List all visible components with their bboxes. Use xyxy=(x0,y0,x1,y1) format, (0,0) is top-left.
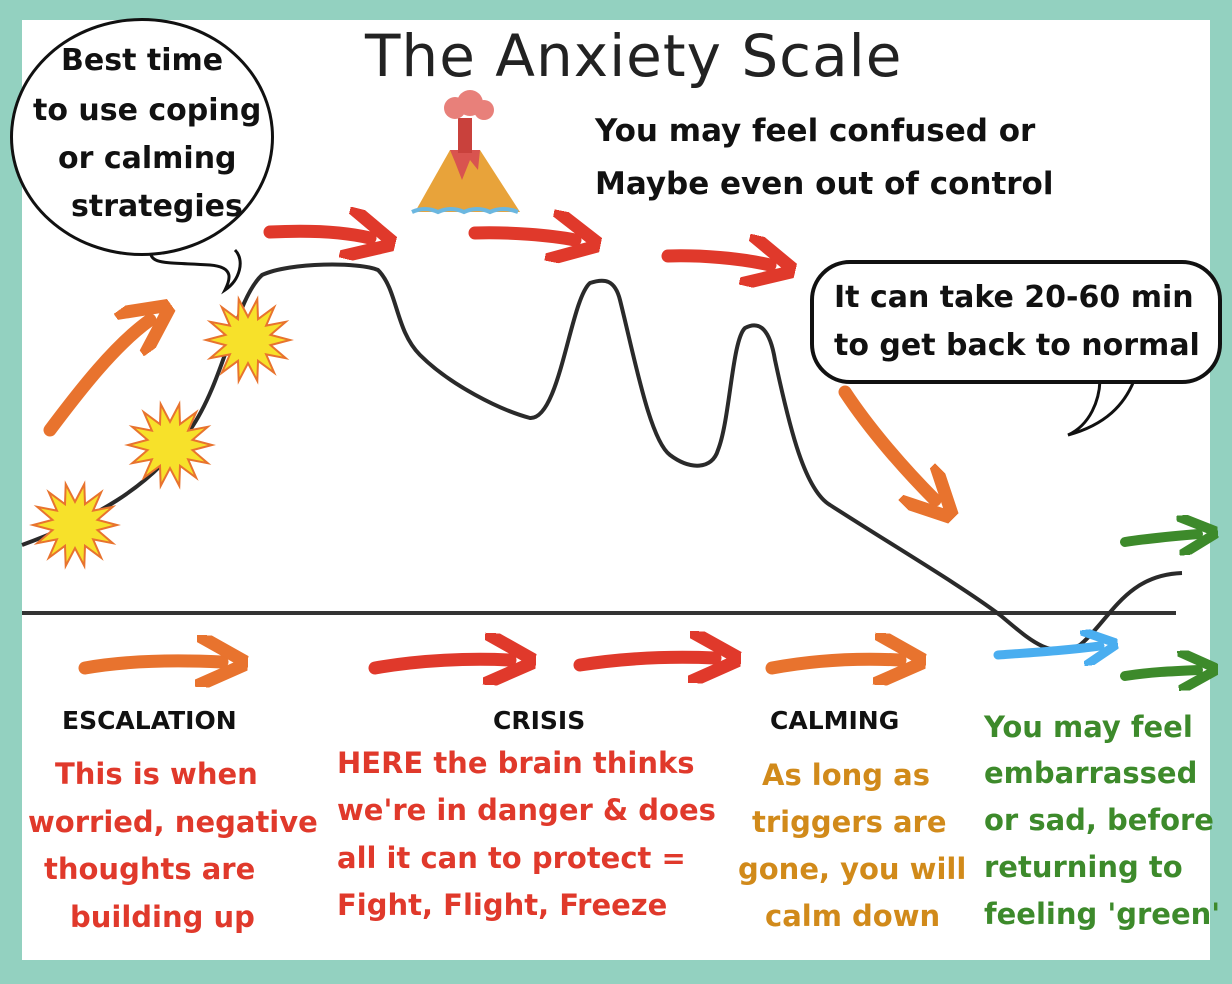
stage-heading-crisis: CRISIS xyxy=(493,706,586,735)
stage-text: You may feel xyxy=(984,710,1193,744)
anxiety-curve xyxy=(21,262,1183,653)
bubble-line: or calming xyxy=(58,141,237,176)
stage-text: or sad, before xyxy=(984,803,1214,837)
bubble-tail xyxy=(148,247,242,295)
stage-text: all it can to protect = xyxy=(337,841,686,875)
starburst-icon xyxy=(202,295,294,385)
stage-text: thoughts are xyxy=(44,852,256,886)
stage-text: building up xyxy=(70,900,255,934)
stage-text: worried, negative xyxy=(28,805,318,839)
green-arrow-2 xyxy=(1120,670,1198,676)
note-tail xyxy=(1067,377,1137,437)
stage-text: calm down xyxy=(765,899,941,933)
bubble-line: to use coping xyxy=(33,93,262,128)
stage-text: HERE the brain thinks xyxy=(337,746,695,780)
orange-down-arrow xyxy=(838,385,935,500)
red-arrow-crisis-2 xyxy=(573,657,715,665)
stage-heading-escalation: ESCALATION xyxy=(62,706,237,735)
crisis-note-line-2: Maybe even out of control xyxy=(595,166,1054,202)
stage-text: returning to xyxy=(984,850,1183,884)
page-title: The Anxiety Scale xyxy=(365,22,903,90)
duration-line: to get back to normal xyxy=(834,328,1200,363)
duration-line: It can take 20-60 min xyxy=(834,280,1194,315)
duration-bubble: It can take 20-60 min to get back to nor… xyxy=(810,260,1222,384)
best-time-bubble: Best time to use coping or calming strat… xyxy=(10,18,274,256)
stage-text: As long as xyxy=(762,758,930,792)
bubble-line: Best time xyxy=(61,43,224,78)
orange-arrow-escalation xyxy=(78,661,222,668)
red-arrow-2 xyxy=(468,233,575,240)
stage-text: This is when xyxy=(55,757,258,791)
starburst-icon xyxy=(124,400,216,490)
blue-arrow xyxy=(993,646,1100,655)
stage-text: gone, you will xyxy=(738,852,967,886)
crisis-note-line-1: You may feel confused or xyxy=(595,113,1036,149)
stage-text: embarrassed xyxy=(984,756,1198,790)
orange-arrow-calming xyxy=(765,659,900,668)
red-arrow-1 xyxy=(263,231,370,238)
stage-text: Fight, Flight, Freeze xyxy=(337,888,668,922)
orange-up-arrow xyxy=(43,320,150,437)
starburst-icon xyxy=(29,480,121,570)
green-arrow-1 xyxy=(1120,534,1198,542)
bubble-line: strategies xyxy=(71,189,243,224)
stage-heading-calming: CALMING xyxy=(770,706,900,735)
stage-text: feeling 'green' xyxy=(984,897,1221,931)
volcano-icon xyxy=(411,90,520,215)
red-arrow-3 xyxy=(661,256,770,265)
stage-text: triggers are xyxy=(752,805,947,839)
stage-text: we're in danger & does xyxy=(337,793,716,827)
red-arrow-crisis-1 xyxy=(368,659,510,668)
